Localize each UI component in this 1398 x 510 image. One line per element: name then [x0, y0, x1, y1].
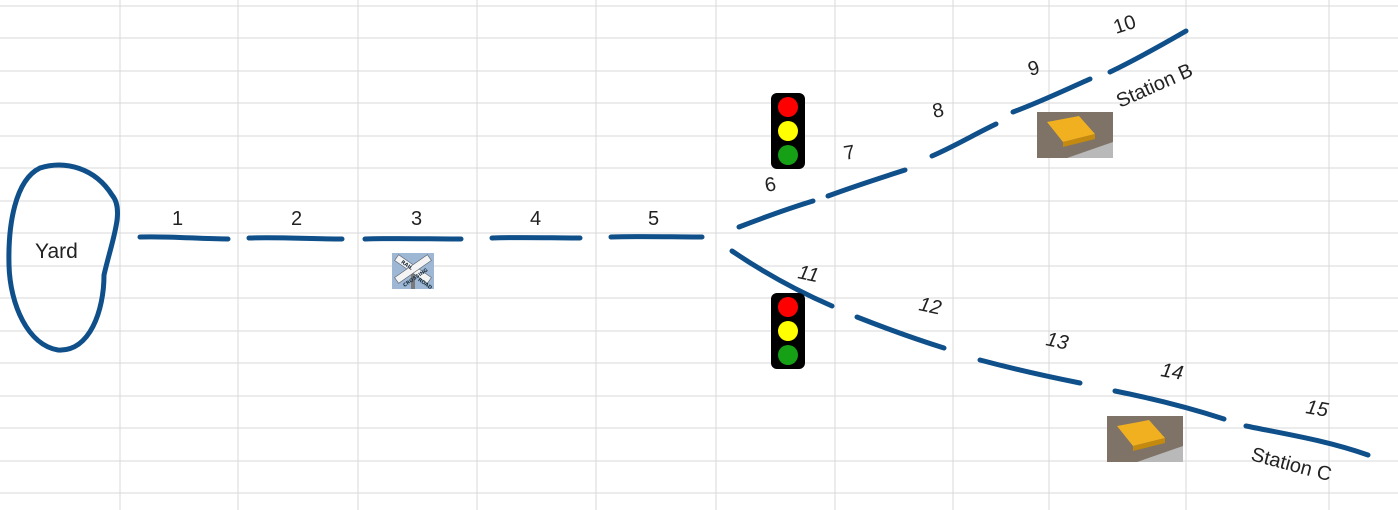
segment-label-9: 9	[1026, 57, 1042, 81]
segment-label-6: 6	[763, 173, 778, 197]
segment-label-4: 4	[530, 208, 541, 230]
station-c-label: Station C	[1249, 444, 1334, 487]
track-segment-10[interactable]	[1107, 28, 1189, 75]
track-segment-2[interactable]	[246, 235, 345, 242]
branch-station-c: 11 12 13 14 15 Station C	[729, 248, 1371, 487]
main-line: 1 2 3 4 5	[137, 208, 705, 242]
segment-label-10: 10	[1111, 11, 1139, 39]
track-segment-15[interactable]	[1243, 423, 1371, 458]
track-segment-1[interactable]	[137, 234, 231, 242]
traffic-signal-icon-upper	[771, 93, 805, 169]
station-b-label: Station B	[1113, 59, 1196, 112]
track-segment-12[interactable]	[854, 314, 947, 351]
segment-label-15: 15	[1304, 396, 1331, 422]
segment-label-1: 1	[172, 208, 183, 230]
segment-label-5: 5	[648, 208, 659, 230]
segment-label-3: 3	[411, 208, 422, 230]
track-sensor-icon-station-b	[1037, 112, 1113, 158]
segment-label-2: 2	[291, 208, 302, 230]
segment-label-14: 14	[1159, 359, 1185, 385]
track-segment-7[interactable]	[825, 167, 908, 199]
yard: Yard	[6, 162, 121, 353]
track-segment-8[interactable]	[929, 121, 999, 159]
traffic-signal-icon-lower	[771, 293, 805, 369]
track-segment-11[interactable]	[729, 248, 835, 309]
segment-label-8: 8	[930, 99, 945, 123]
branch-station-b: 6 7 8 9 10 Station B	[736, 11, 1196, 230]
track-segment-9[interactable]	[1010, 76, 1093, 115]
railroad-crossing-icon: RAIL CROSSING ROAD	[392, 253, 434, 291]
track-sensor-icon-station-c	[1107, 416, 1183, 462]
segment-label-12: 12	[917, 293, 943, 319]
track-segment-6[interactable]	[736, 198, 816, 230]
segment-label-13: 13	[1044, 328, 1070, 354]
yard-label: Yard	[35, 240, 78, 263]
segment-label-11: 11	[796, 261, 821, 287]
track-segment-14[interactable]	[1112, 388, 1227, 422]
track-segment-13[interactable]	[977, 357, 1083, 386]
segment-label-7: 7	[842, 141, 857, 165]
yard-loop	[6, 162, 121, 353]
